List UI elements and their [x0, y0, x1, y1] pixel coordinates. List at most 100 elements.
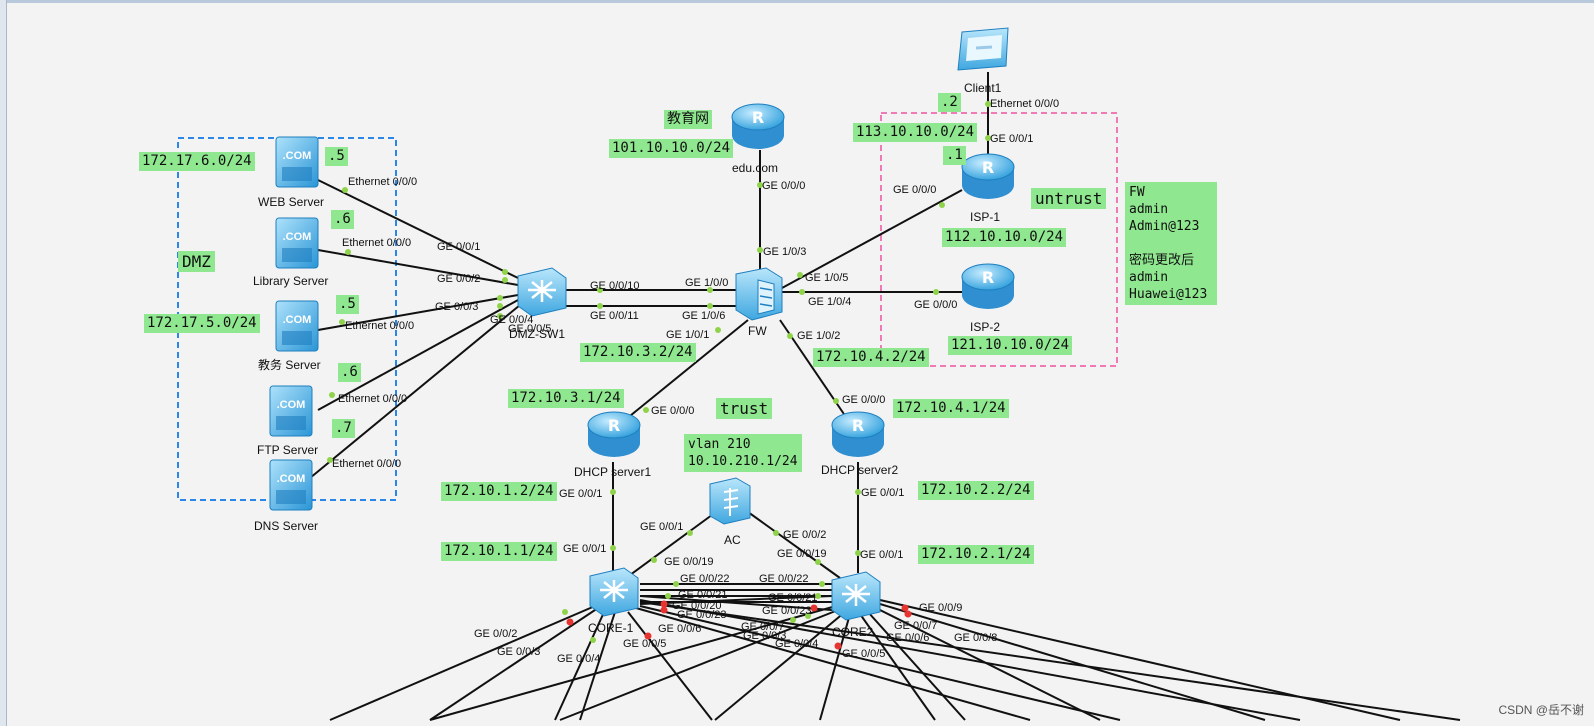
library-server-label: Library Server: [253, 274, 329, 288]
server-icon: .COM: [275, 136, 319, 188]
trust-zone-label: trust: [716, 398, 773, 419]
ac-label: AC: [724, 533, 741, 547]
svg-text:R: R: [852, 416, 864, 435]
port-label: Ethernet 0/0/0: [348, 176, 418, 188]
interface-ip-tag: 172.10.1.2/24: [441, 482, 557, 501]
port-label: GE 0/0/1: [559, 488, 603, 500]
port-label: GE 0/0/4: [775, 638, 819, 650]
isp2-label: ISP-2: [970, 320, 1001, 334]
subnet-tag: 112.10.10.0/24: [942, 228, 1067, 247]
port-label: GE 0/0/0: [914, 299, 958, 311]
subnet-tag: 121.10.10.0/24: [948, 336, 1073, 355]
port-label: GE 0/0/1: [990, 133, 1034, 145]
server-icon: .COM: [269, 459, 313, 511]
port-label: Ethernet 0/0/0: [342, 237, 412, 249]
svg-text:R: R: [982, 268, 994, 287]
window-top-border: [0, 0, 1594, 3]
jiaowu-server-label: 教务 Server: [258, 358, 321, 372]
port-label: GE 0/0/1: [437, 241, 481, 253]
port-label: GE 0/0/22: [759, 573, 809, 585]
port-label: GE 0/0/0: [893, 184, 937, 196]
port-label: GE 0/0/1: [640, 521, 684, 533]
edu-router-label: edu.com: [732, 161, 779, 175]
dmz-switch-label: DMZ-SW1: [509, 327, 565, 341]
port-label: GE 0/0/19: [664, 556, 714, 568]
subnet-tag: 113.10.10.0/24: [853, 123, 978, 142]
port-label: GE 0/0/11: [590, 310, 639, 322]
port-label: GE 0/0/2: [437, 273, 481, 285]
switch-icon: [589, 567, 639, 617]
port-label: Ethernet 0/0/0: [332, 458, 402, 470]
credentials-note: FW admin Admin@123 密码更改后 admin Huawei@12…: [1125, 182, 1217, 305]
vlan-tag: vlan 210 10.10.210.1/24: [684, 434, 802, 472]
interface-ip-tag: 172.10.1.1/24: [441, 542, 557, 561]
port-label: GE 0/0/1: [860, 549, 904, 561]
port-label: GE 0/0/4: [490, 314, 534, 326]
svg-text:R: R: [752, 108, 764, 127]
untrust-zone-label: untrust: [1031, 188, 1107, 209]
host-ip-tag: .7: [332, 419, 355, 438]
svg-text:.COM: .COM: [277, 473, 306, 485]
port-label: GE 0/0/22: [680, 573, 730, 585]
host-ip-tag: .5: [325, 147, 348, 166]
core2-label: CORE2: [832, 625, 874, 639]
port-label: GE 0/0/1: [861, 487, 905, 499]
interface-ip-tag: 172.10.3.2/24: [580, 343, 696, 362]
router-icon: R: [961, 153, 1015, 199]
port-label: GE 0/0/21: [768, 592, 818, 604]
svg-text:.COM: .COM: [283, 314, 312, 326]
port-label: GE 0/0/7: [741, 621, 785, 633]
port-label: GE 0/0/0: [842, 394, 886, 406]
host-ip-tag: .2: [938, 93, 961, 112]
isp1-label: ISP-1: [970, 210, 1001, 224]
port-label: GE 0/0/8: [954, 632, 998, 644]
port-label: GE 0/0/9: [919, 602, 963, 614]
host-ip-tag: .6: [338, 363, 361, 382]
untrust-zone-box: [880, 112, 1118, 367]
host-ip-tag: .1: [943, 146, 966, 165]
host-ip-tag: .6: [331, 210, 354, 229]
dhcp2-label: DHCP server2: [821, 463, 899, 477]
port-label: GE 0/0/4: [557, 653, 601, 665]
switch-icon: [517, 267, 567, 317]
router-icon: R: [587, 411, 641, 457]
port-label: GE 0/0/3: [435, 301, 479, 313]
subnet-tag: 172.17.6.0/24: [139, 152, 255, 171]
port-label: GE 1/0/6: [682, 310, 726, 322]
port-label: GE 1/0/4: [808, 296, 852, 308]
port-label: GE 0/0/19: [777, 548, 827, 560]
firewall-icon: [735, 267, 783, 321]
svg-text:.COM: .COM: [283, 231, 312, 243]
dmz-zone-label: DMZ: [178, 251, 215, 272]
interface-ip-tag: 172.10.2.2/24: [918, 481, 1034, 500]
port-label: GE 0/0/3: [743, 630, 787, 642]
port-label: GE 0/0/23: [762, 605, 812, 617]
router-icon: R: [961, 263, 1015, 309]
ftp-server-label: FTP Server: [257, 443, 319, 457]
client-label: Client1: [964, 81, 1002, 95]
port-label: Ethernet 0/0/0: [345, 320, 415, 332]
port-label: GE 0/0/6: [658, 623, 702, 635]
port-label: GE 0/0/5: [842, 648, 886, 660]
port-label: GE 1/0/0: [685, 277, 729, 289]
port-label: GE 0/0/6: [886, 632, 930, 644]
edu-network-label: 教育网: [664, 110, 712, 129]
access-controller-icon: [709, 477, 751, 525]
router-icon: R: [731, 103, 785, 149]
pc-icon: [957, 27, 1009, 71]
port-label: GE 0/0/7: [894, 620, 938, 632]
server-icon: .COM: [269, 385, 313, 437]
svg-text:R: R: [608, 416, 620, 435]
port-label: GE 1/0/3: [763, 246, 807, 258]
port-label: GE 0/0/2: [783, 529, 827, 541]
port-status-dots: [327, 101, 991, 643]
port-label: GE 0/0/20: [672, 600, 722, 612]
port-label: GE 0/0/3: [497, 646, 541, 658]
port-label: GE 0/0/23: [677, 609, 727, 621]
port-label: GE 0/0/2: [474, 628, 518, 640]
web-server-label: WEB Server: [258, 195, 325, 209]
subnet-tag: 101.10.10.0/24: [609, 139, 734, 158]
window-left-border: [0, 0, 7, 726]
host-ip-tag: .5: [336, 295, 359, 314]
